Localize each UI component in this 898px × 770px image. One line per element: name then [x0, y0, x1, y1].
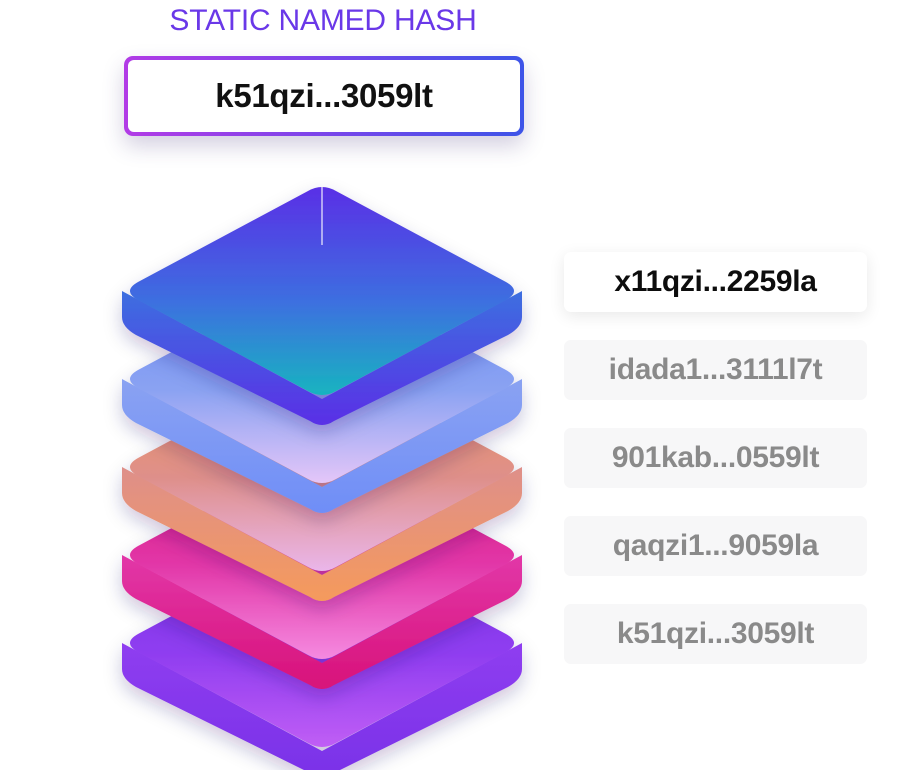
layer-side [122, 467, 522, 601]
layer-side [122, 643, 522, 770]
layer-top [130, 187, 514, 395]
hash-item: qaqzi1...9059la [564, 516, 867, 576]
layer-side [122, 379, 522, 513]
hash-item: x11qzi...2259la [564, 252, 867, 312]
hash-item: idada1...3111l7t [564, 340, 867, 400]
hash-item: k51qzi...3059lt [564, 604, 867, 664]
stack-layer [122, 187, 522, 425]
named-hash-value: k51qzi...3059lt [128, 60, 520, 132]
layer-side [122, 291, 522, 425]
hash-item: 901kab...0559lt [564, 428, 867, 488]
named-hash-box: k51qzi...3059lt [124, 56, 524, 136]
static-named-hash-label: STATIC NAMED HASH [169, 4, 477, 37]
layer-side [122, 555, 522, 689]
